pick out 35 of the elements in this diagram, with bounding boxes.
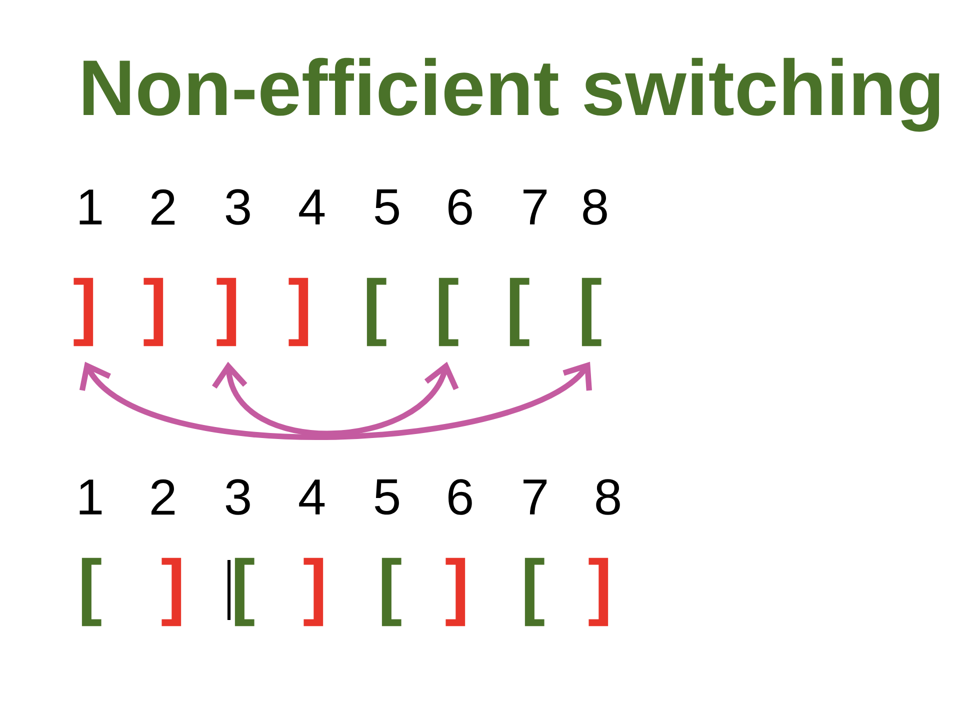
number: 6 xyxy=(448,479,472,515)
bracket: ] xyxy=(446,558,466,626)
bracket: [ xyxy=(510,278,530,346)
curved-arrow xyxy=(212,362,459,436)
number: 3 xyxy=(226,479,250,515)
number: 8 xyxy=(583,189,607,225)
title: Non-efficient switching xyxy=(84,58,940,132)
number: 8 xyxy=(596,479,620,515)
number: 5 xyxy=(374,479,399,515)
number: 4 xyxy=(299,190,325,224)
bracket: [ xyxy=(382,558,402,626)
number: 5 xyxy=(374,189,399,225)
number: 2 xyxy=(151,479,175,515)
curved-arrow xyxy=(79,362,592,440)
bracket: ] xyxy=(216,278,236,346)
number: 6 xyxy=(448,189,472,225)
number: 1 xyxy=(80,190,102,224)
bracket: [ xyxy=(234,558,254,626)
bracket: ] xyxy=(304,558,324,626)
bracket: ] xyxy=(288,278,308,346)
bracket: ] xyxy=(162,558,182,626)
bracket: ] xyxy=(74,278,94,346)
number: 7 xyxy=(524,190,547,224)
bracket: [ xyxy=(582,278,602,346)
number: 2 xyxy=(151,189,175,225)
number: 4 xyxy=(299,480,325,514)
bracket: [ xyxy=(366,278,386,346)
bracket: ] xyxy=(588,558,608,626)
bracket: [ xyxy=(438,278,458,346)
bracket: ] xyxy=(144,278,164,346)
number: 3 xyxy=(226,189,250,225)
bracket: [ xyxy=(82,558,102,626)
number: 1 xyxy=(80,480,102,514)
number: 7 xyxy=(524,480,547,514)
bracket: [ xyxy=(524,558,544,626)
